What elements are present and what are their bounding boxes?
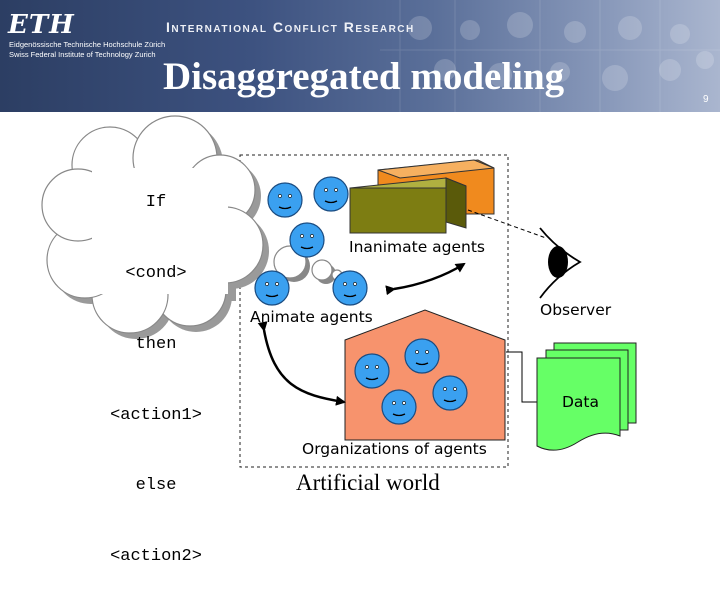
organization-house <box>344 309 506 441</box>
animate-agents-label: Animate agents <box>250 308 373 326</box>
inanimate-agents-label: Inanimate agents <box>349 238 486 256</box>
membership-arrow <box>257 321 346 406</box>
institution-name-de: Eidgenössische Technische Hochschule Zür… <box>9 40 166 49</box>
agent-face-icon <box>432 375 468 411</box>
agent-face-icon <box>267 182 303 218</box>
slide-header: ETH Eidgenössische Technische Hochschule… <box>0 0 720 112</box>
program-name: International Conflict Research <box>166 19 415 35</box>
agent-face-icon <box>381 389 417 425</box>
institution-name-en: Swiss Federal Institute of Technology Zu… <box>9 50 156 59</box>
agent-face-icon <box>354 353 390 389</box>
eth-logo: ETH <box>8 10 75 40</box>
agent-face-icon <box>404 338 440 374</box>
header-background-pattern <box>380 0 720 112</box>
agent-face-icon <box>332 270 368 306</box>
observer-eye-icon <box>539 227 582 299</box>
organizations-label: Organizations of agents <box>302 440 487 458</box>
rule-line: If <box>145 193 167 213</box>
data-documents-icon <box>536 342 637 451</box>
thought-cloud <box>41 115 346 339</box>
rule-line: then <box>135 334 177 354</box>
agent-face-icon <box>254 270 290 306</box>
slide-title: Disaggregated modeling <box>163 55 565 98</box>
interaction-arrow <box>385 262 466 296</box>
institution-name: Eidgenössische Technische Hochschule Zür… <box>9 40 169 60</box>
data-connector <box>506 351 537 403</box>
data-label: Data <box>562 393 600 411</box>
inanimate-agents <box>349 159 495 234</box>
observer-label: Observer <box>540 301 612 319</box>
artificial-world-label: Artificial world <box>296 470 440 495</box>
agent-face-icon <box>289 222 325 258</box>
artificial-world-boundary <box>239 154 509 468</box>
rule-line: <action2> <box>110 547 202 567</box>
agent-rule-text: If <cond> then <action1> else <action2> <box>86 144 226 592</box>
agent-face-icon <box>313 176 349 212</box>
rule-line: else <box>135 476 177 496</box>
rule-line: <cond> <box>125 263 187 283</box>
page-number: 9 <box>703 94 709 105</box>
diagram-canvas <box>41 115 637 468</box>
rule-line: <action1> <box>110 405 202 425</box>
